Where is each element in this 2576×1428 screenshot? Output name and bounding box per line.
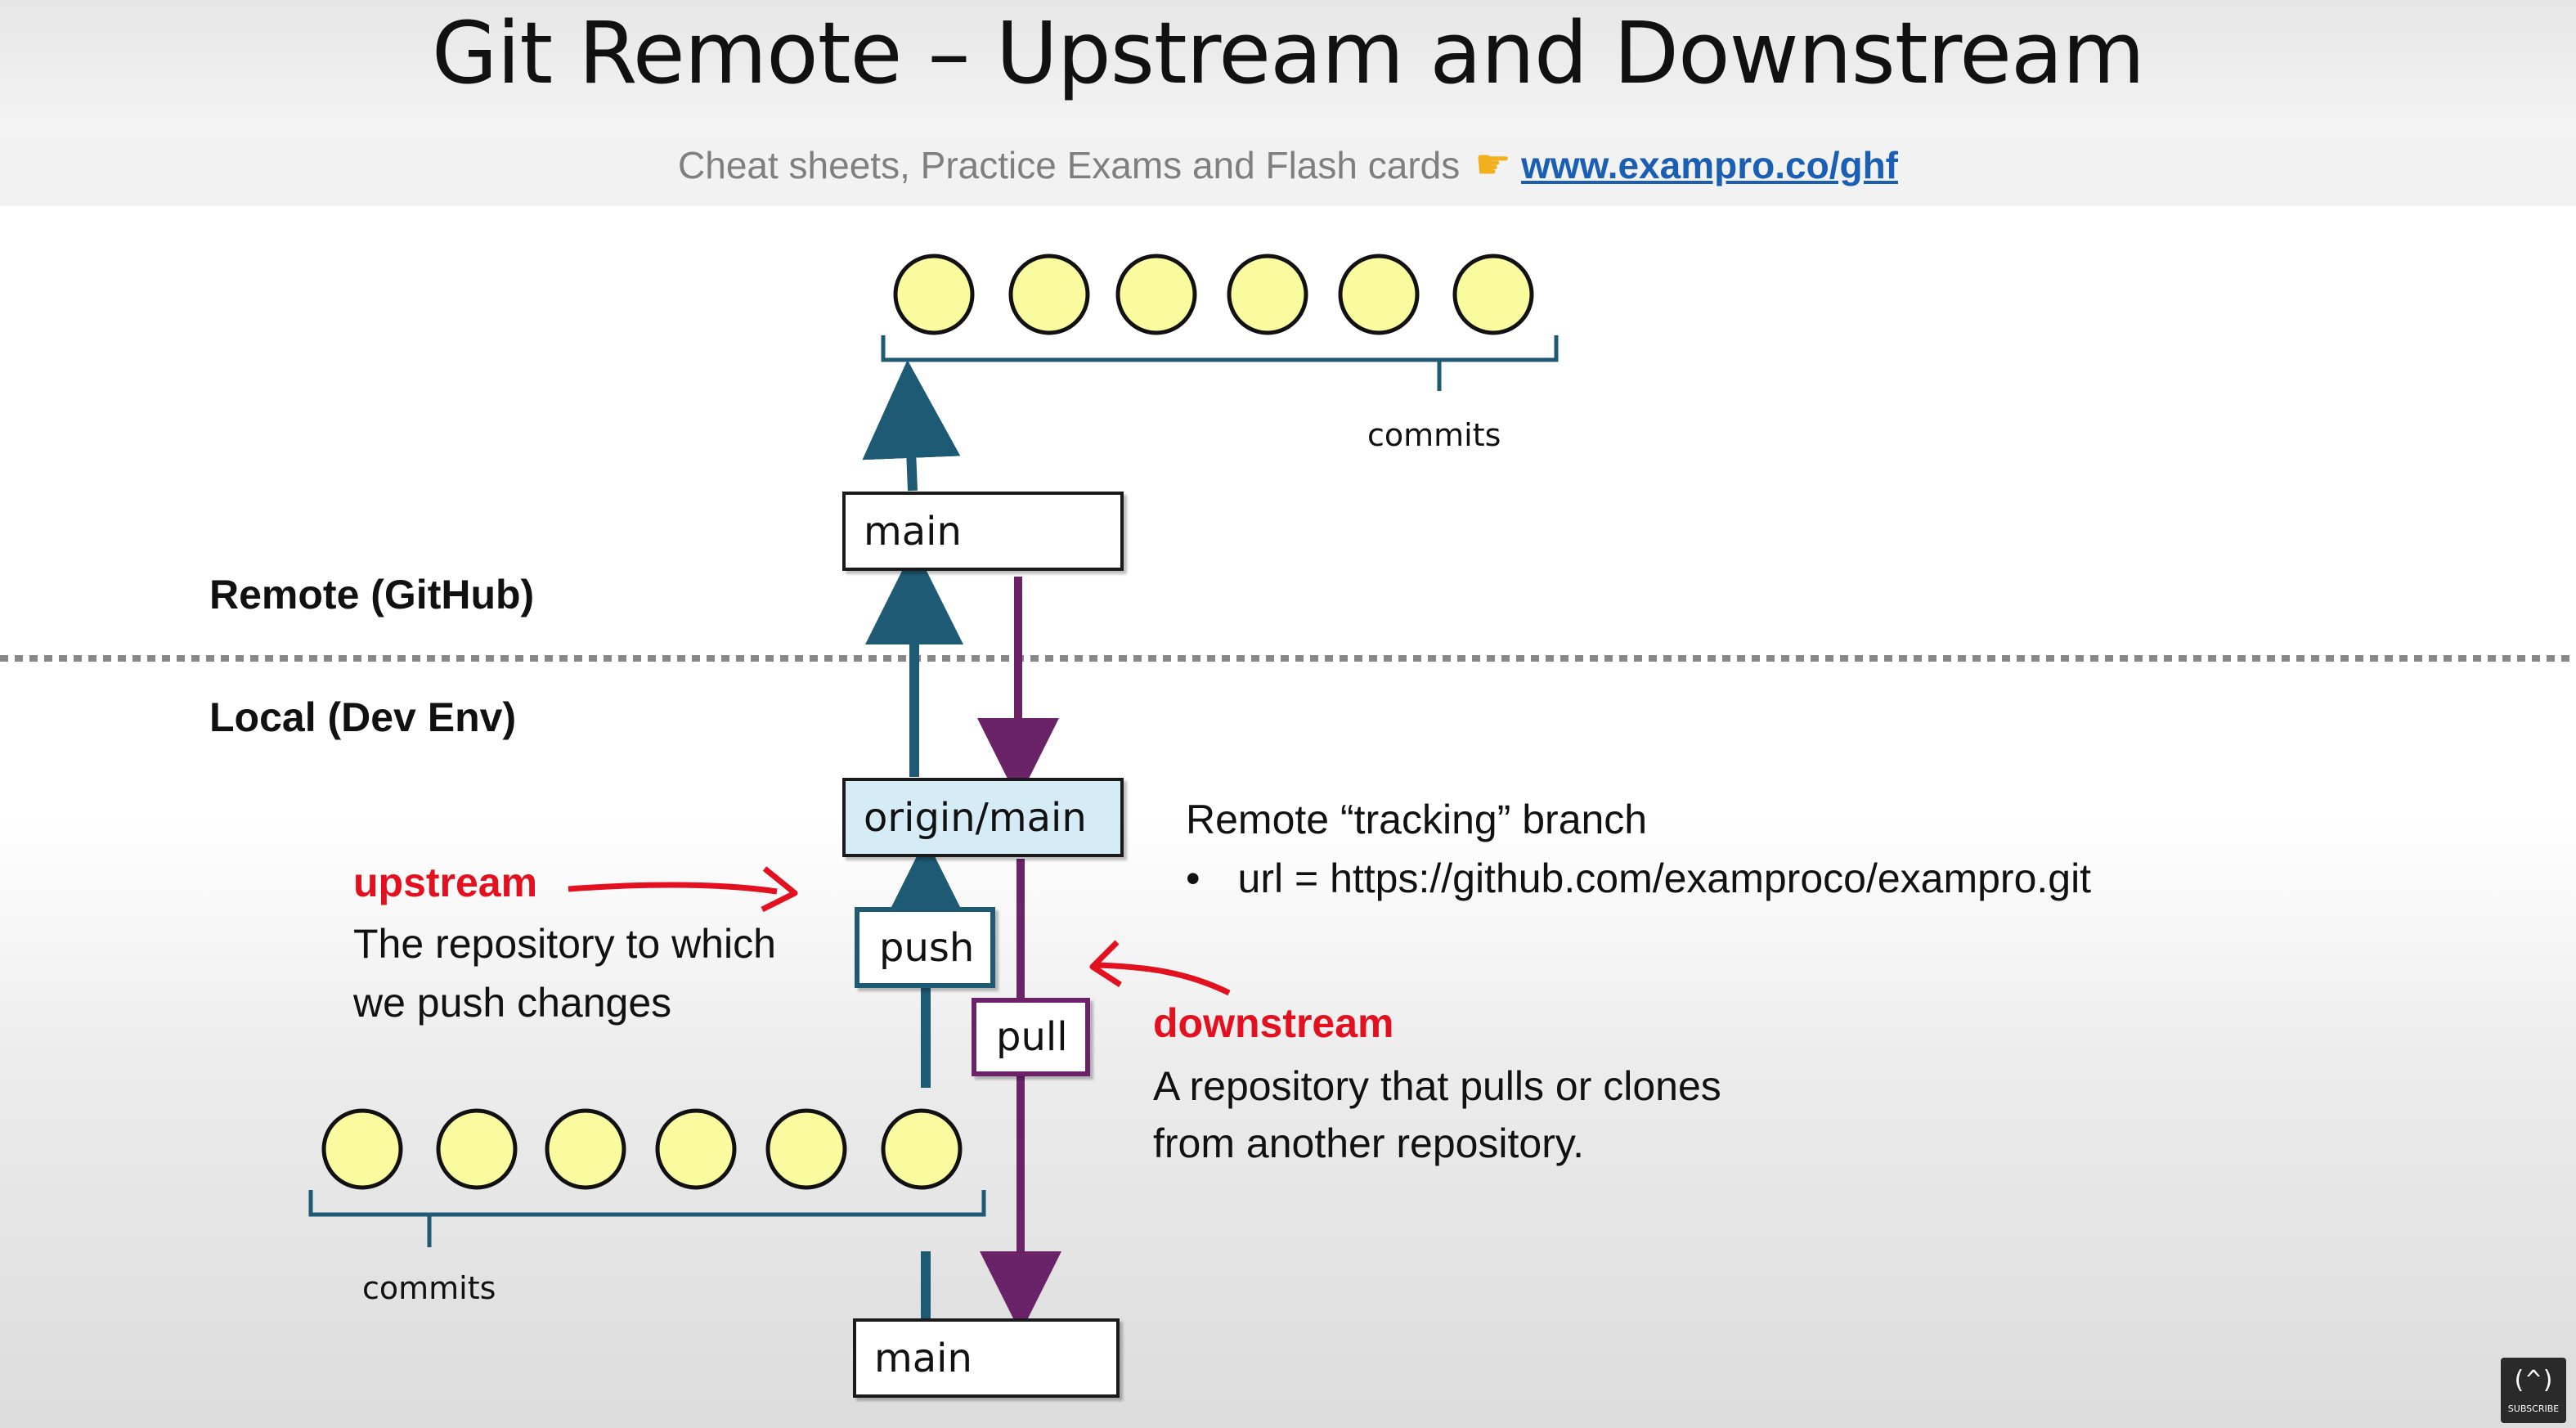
page-title: Git Remote – Upstream and Downstream [431, 3, 2145, 103]
upstream-pointer-arrow [568, 882, 778, 895]
subscribe-logo[interactable]: (^) SUBSCRIBE [2501, 1358, 2566, 1423]
pointing-hand-icon: ☛ [1474, 141, 1512, 187]
remote-main-branch: main [842, 492, 1124, 571]
local-commit [436, 1108, 518, 1190]
local-section-label: Local (Dev Env) [209, 694, 517, 740]
local-commit [321, 1108, 403, 1190]
fcc-flame-icon: (^) [2511, 1366, 2556, 1394]
tracking-branch-url-row: • url = https://github.com/examproco/exam… [1186, 849, 2091, 908]
upstream-term: upstream [353, 860, 538, 905]
subtitle-line: Cheat sheets, Practice Exams and Flash c… [0, 141, 2576, 188]
downstream-term: downstream [1153, 1000, 1394, 1046]
header-band [0, 0, 2576, 206]
remote-commit [1338, 254, 1420, 335]
origin-main-tracking-branch: origin/main [842, 778, 1124, 857]
pull-label-box: pull [972, 998, 1090, 1076]
upstream-description-line1: The repository to which [353, 921, 776, 967]
local-main-branch: main [853, 1318, 1120, 1398]
remote-commits-brace [881, 335, 1559, 391]
tracking-branch-url: url = https://github.com/examproco/examp… [1237, 855, 2092, 901]
local-commit [881, 1108, 963, 1190]
local-commit [765, 1108, 847, 1190]
tracking-branch-heading: Remote “tracking” branch [1186, 797, 1648, 842]
remote-commits-label: commits [1367, 417, 1501, 453]
downstream-pointer-arrow [1097, 962, 1231, 996]
local-commits [321, 1108, 963, 1190]
subtitle-text: Cheat sheets, Practice Exams and Flash c… [678, 144, 1461, 186]
upstream-pointer-arrowhead [761, 866, 798, 913]
local-commits-brace [308, 1190, 986, 1247]
remote-commit [1008, 254, 1090, 335]
remote-commit [1227, 254, 1308, 335]
downstream-pointer-arrowhead [1089, 940, 1122, 987]
push-arrow-to-remote-commits [862, 360, 961, 492]
upstream-description-line2: we push changes [353, 980, 672, 1026]
exampro-link[interactable]: www.exampro.co/ghf [1521, 144, 1898, 186]
downstream-description-line2: from another repository. [1153, 1120, 1585, 1166]
bullet: • [1186, 855, 1200, 901]
remote-commit [1452, 254, 1534, 335]
remote-commit [893, 254, 975, 335]
local-commit [655, 1108, 737, 1190]
push-label-box: push [855, 907, 995, 988]
downstream-description-line1: A repository that pulls or clones [1153, 1063, 1721, 1109]
subscribe-label: SUBSCRIBE [2507, 1403, 2560, 1414]
remote-commit [1115, 254, 1197, 335]
remote-commits [893, 254, 1534, 335]
local-commits-label: commits [362, 1270, 496, 1306]
local-commit [545, 1108, 626, 1190]
remote-section-label: Remote (GitHub) [209, 572, 535, 617]
